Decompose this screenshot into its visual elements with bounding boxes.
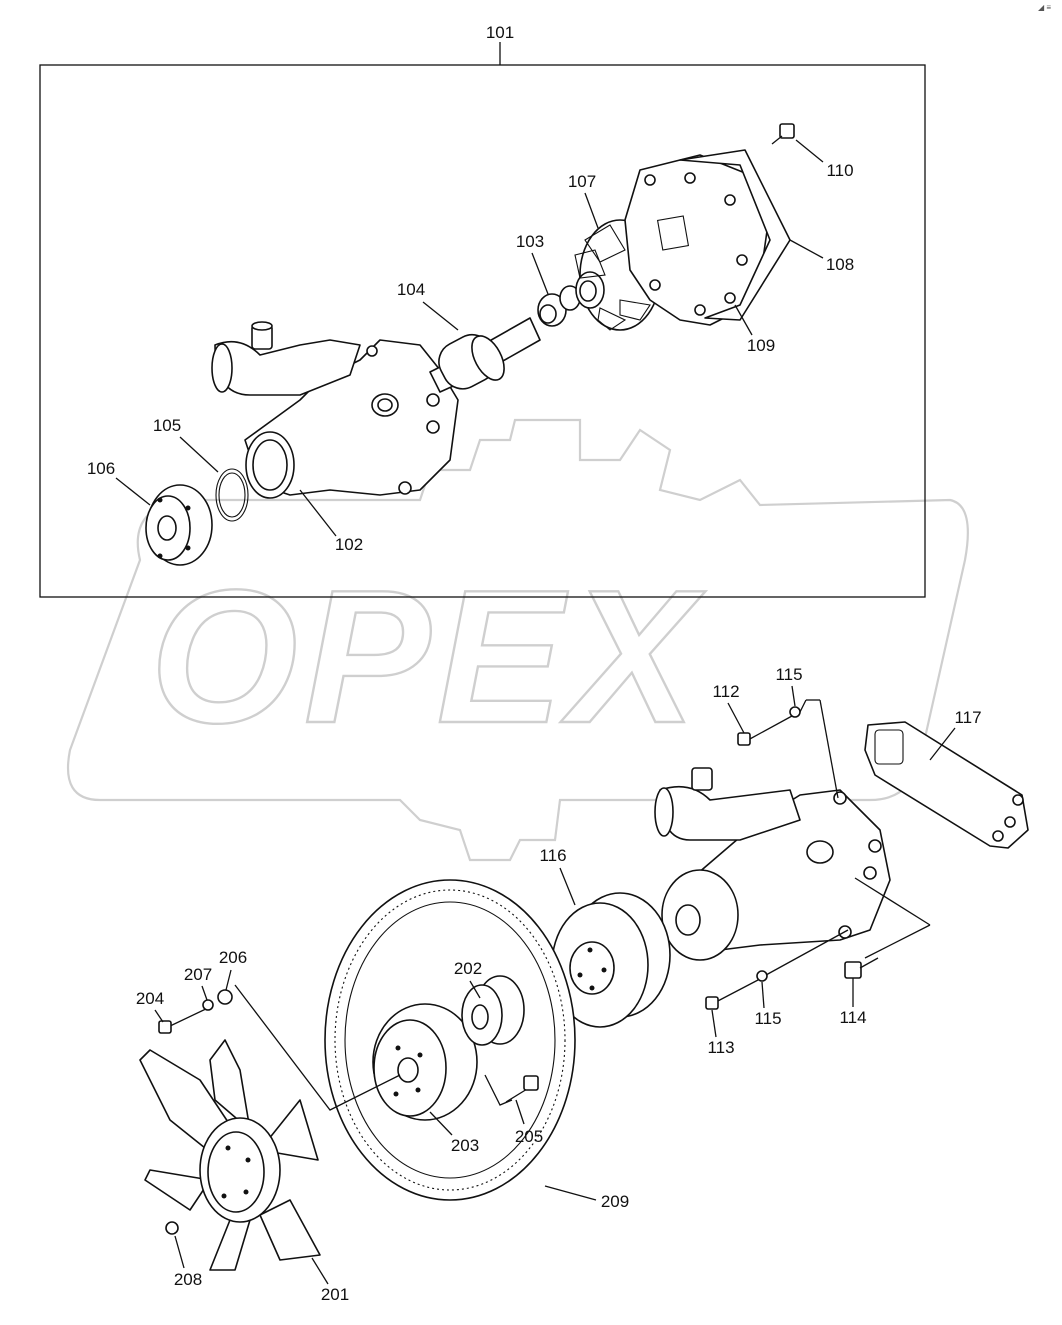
label-105: 105	[153, 416, 181, 435]
leader-102	[299, 489, 337, 537]
assembly-frame	[39, 64, 926, 598]
leader-204	[154, 1009, 164, 1023]
part-104-shaft-bearing	[429, 317, 541, 393]
leader-117	[929, 727, 956, 761]
guide-line	[765, 929, 849, 976]
leader-206	[225, 969, 232, 991]
guide-line	[484, 1074, 513, 1106]
part-105-snap-ring	[215, 468, 249, 522]
leader-113	[711, 1009, 717, 1038]
leader-115-top	[791, 685, 796, 707]
label-208: 208	[174, 1270, 202, 1289]
leader-201	[311, 1257, 329, 1285]
guide-line	[819, 699, 839, 799]
label-206: 206	[219, 948, 247, 967]
part-114-bolt	[844, 957, 879, 979]
guide-line	[854, 877, 931, 926]
leader-209	[544, 1185, 597, 1201]
part-205-bolt	[505, 1075, 539, 1103]
part-112-bolt	[737, 706, 801, 746]
part-108-gasket	[679, 149, 791, 321]
label-107: 107	[568, 172, 596, 191]
part-117-gasket	[864, 721, 1029, 849]
part-102-pump-body	[211, 321, 459, 499]
leader-105	[179, 436, 219, 473]
watermark: OPEX	[66, 418, 969, 862]
part-201-fan	[139, 1039, 321, 1271]
part-107-impeller	[574, 219, 661, 331]
label-203: 203	[451, 1136, 479, 1155]
label-205: 205	[515, 1127, 543, 1146]
leader-205	[515, 1099, 525, 1125]
leader-203	[429, 1111, 453, 1136]
part-109-cover-plate	[624, 154, 771, 326]
leader-104	[422, 301, 459, 331]
guide-line	[234, 984, 401, 1111]
label-204: 204	[136, 989, 164, 1008]
part-202-spacer	[461, 975, 525, 1046]
leader-108	[789, 239, 824, 259]
part-208-nut	[165, 1221, 179, 1235]
leader-115-bottom	[761, 981, 765, 1009]
label-207: 207	[184, 965, 212, 984]
label-114: 114	[839, 1008, 866, 1027]
part-204-bolt	[158, 1006, 211, 1034]
leader-106	[115, 477, 151, 506]
label-112: 112	[712, 682, 739, 701]
part-116-pulley	[551, 892, 671, 1028]
label-209: 209	[601, 1192, 629, 1211]
label-117: 117	[954, 708, 981, 727]
part-110-bolt	[771, 123, 795, 145]
part-203-hub	[372, 1003, 478, 1121]
part-lower-pump-body	[654, 767, 891, 961]
part-106-hub	[145, 484, 213, 566]
guide-line	[799, 699, 807, 713]
label-109: 109	[747, 336, 775, 355]
label-110: 110	[826, 161, 853, 180]
label-108: 108	[826, 255, 854, 274]
part-206-washer	[217, 989, 233, 1005]
corner-mark: ◢ ≡	[1038, 3, 1051, 12]
label-115-top: 115	[775, 665, 802, 684]
label-106: 106	[87, 459, 115, 478]
leader-202	[469, 980, 481, 999]
label-202: 202	[454, 959, 482, 978]
leader-208	[174, 1235, 185, 1269]
leader-207	[201, 985, 208, 1001]
leader-112	[727, 702, 745, 734]
label-101: 101	[486, 23, 514, 42]
part-103-seal	[537, 285, 581, 327]
label-103: 103	[516, 232, 544, 251]
part-113-bolt	[705, 970, 768, 1010]
label-201: 201	[321, 1285, 349, 1304]
leader-110	[795, 139, 824, 163]
part-207-washer	[202, 999, 214, 1011]
label-115-bottom: 115	[754, 1009, 781, 1028]
guide-line	[864, 924, 931, 959]
label-104: 104	[397, 280, 425, 299]
label-102: 102	[335, 535, 363, 554]
leader-107	[584, 192, 599, 229]
leader-116	[559, 867, 576, 906]
watermark-text: OPEX	[150, 551, 706, 763]
leader-103	[531, 252, 549, 295]
leader-109	[734, 304, 753, 336]
label-113: 113	[707, 1038, 734, 1057]
label-116: 116	[539, 846, 566, 865]
